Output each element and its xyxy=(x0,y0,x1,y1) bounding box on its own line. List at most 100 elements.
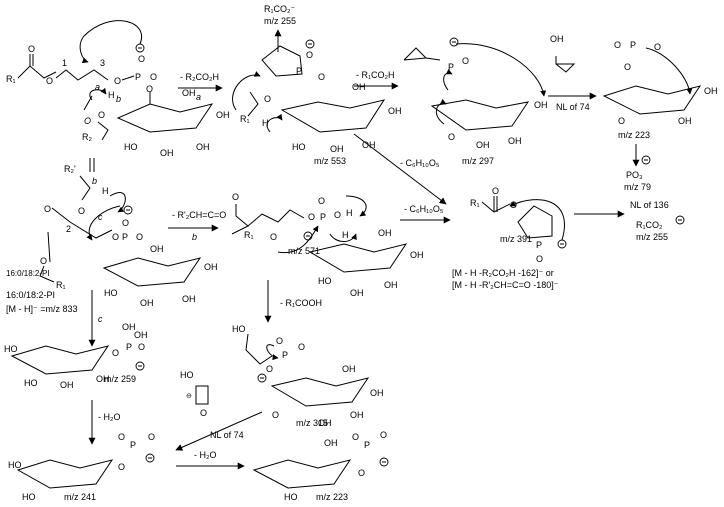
o-label: O xyxy=(148,432,155,442)
oh-label: OH xyxy=(410,250,424,260)
o-label: O xyxy=(84,116,91,126)
o-label: O xyxy=(78,206,85,216)
p-label: P xyxy=(448,62,454,72)
oh-label: OH xyxy=(134,330,148,340)
pathway-b-label: b xyxy=(116,94,121,104)
mz241-label: m/z 241 xyxy=(64,492,96,502)
r1-label: R₁ xyxy=(240,114,250,124)
oh-label: OH xyxy=(196,142,210,152)
o-label: O xyxy=(358,468,365,478)
ion-mz571: O R₁ R₁ O O P O O H H OH OH HO OH OH m/z… xyxy=(231,192,424,298)
oh-label: OH xyxy=(534,100,548,110)
o-label: O xyxy=(232,192,239,202)
r1-label: R₁ xyxy=(244,230,254,240)
oh-label: OH xyxy=(350,410,364,420)
arrow-pathway-b: - R'₂CH=C=O b xyxy=(168,210,226,242)
oh-label: OH xyxy=(150,244,164,254)
o-label: O xyxy=(264,94,271,104)
o-label: O xyxy=(624,62,631,72)
oh-label: OH xyxy=(330,144,344,154)
p-label: P xyxy=(282,350,288,360)
loss-h2o-second-label: - H₂O xyxy=(194,450,217,460)
ion-180-label: [M - H -R'₂CH=C=O -180]⁻ xyxy=(452,280,559,290)
o-label: O xyxy=(114,76,121,86)
arrow-nl74-bottom: NL of 74 xyxy=(175,411,263,451)
b-label: b xyxy=(92,176,97,186)
r1co2-top-label: R₁CO₂⁻ xyxy=(264,4,296,14)
o-label: O xyxy=(98,110,105,120)
ho-label: HO xyxy=(180,370,194,380)
mz223-top-label: m/z 223 xyxy=(618,130,650,140)
po3-label: PO₃ xyxy=(626,170,643,180)
mz223-bottom-label: m/z 223 xyxy=(316,492,348,502)
oh-label: OH xyxy=(350,288,364,298)
o-label: O xyxy=(318,196,325,206)
inositol-ring xyxy=(280,99,386,133)
o-label: O xyxy=(122,218,129,228)
carbon-1-label: 1 xyxy=(62,58,67,68)
precursor-ion-label: [M - H]⁻ =m/z 833 xyxy=(6,304,78,314)
o-label: O xyxy=(380,430,387,440)
p-label: P xyxy=(630,40,636,50)
ho-label: HO xyxy=(104,288,118,298)
ho-label: HO xyxy=(8,460,22,470)
arrow-loss-r1co2h: - R₁CO₂H xyxy=(354,70,399,90)
o-label: O xyxy=(536,254,543,264)
o-label: O xyxy=(150,72,157,82)
arrow-pathway-a: - R₂CO₂H a xyxy=(178,72,223,102)
arrow-571-to-391: - C₆H₁₀O₅ xyxy=(400,204,451,224)
o-label: O xyxy=(614,40,621,50)
oh-label: OH xyxy=(122,322,136,332)
oh-label: OH xyxy=(318,418,332,428)
oh-label: OH xyxy=(508,136,522,146)
r2-label: R₂ xyxy=(82,132,92,142)
oh-label: OH xyxy=(204,262,218,272)
ion-mz391: R₁ O O P O m/z 391 [M - H -R₂CO₂H -162]⁻… xyxy=(452,186,567,290)
r1-label: R₁ xyxy=(56,280,66,290)
inositol-ring xyxy=(270,377,370,407)
oh-label: OH xyxy=(476,140,490,150)
c-label: c xyxy=(98,314,103,324)
oh-label: OH xyxy=(182,88,196,98)
loss-r2co2h-label: - R₂CO₂H xyxy=(180,72,219,82)
ion-mz315: HO O P O O OH OH O OH OH m/z 315 m/z 315 xyxy=(232,324,384,428)
oh-label: OH xyxy=(160,148,174,158)
o-label: O xyxy=(138,54,145,64)
ion-mz259: OH HO HO OH OH O P O OH m/z 259 xyxy=(4,322,148,390)
o-label: O xyxy=(200,408,207,418)
r2prime-label: R₂' xyxy=(64,164,76,174)
ho-label: HO xyxy=(4,344,18,354)
p-label: P xyxy=(126,342,132,352)
c-label: c xyxy=(98,212,103,222)
a-label: a xyxy=(196,92,201,102)
p-label: P xyxy=(296,66,302,76)
o-label: O xyxy=(138,342,145,352)
carbon-3-label: 3 xyxy=(100,58,105,68)
arrow-nl74-top: OH NL of 74 xyxy=(548,34,597,112)
o-label: O xyxy=(112,348,119,358)
o-label: O xyxy=(44,204,51,214)
inositol-ring xyxy=(252,459,352,489)
o-label: O xyxy=(654,42,661,52)
o-label: O xyxy=(146,84,153,94)
o-label: O xyxy=(448,132,455,142)
loss-c6h10o5-lower-label: - C₆H₁₀O₅ xyxy=(404,204,444,214)
o-label: O xyxy=(618,116,625,126)
mz259-label: m/z 259 xyxy=(104,374,136,384)
nl136-label: NL of 136 xyxy=(630,200,669,210)
ho-label: HO xyxy=(284,492,298,502)
cyclic-phosphate-ring xyxy=(261,45,303,77)
p-label: P xyxy=(536,240,542,250)
minus-label: ⊖ xyxy=(186,393,192,400)
oh-label: OH xyxy=(352,82,366,92)
mz255-right-label: m/z 255 xyxy=(636,232,668,242)
mz297-label: m/z 297 xyxy=(462,156,494,166)
inositol-ring xyxy=(10,345,110,375)
p-label: P xyxy=(122,232,128,242)
ion-mz297: P O OH O OH OH m/z 297 xyxy=(403,37,548,166)
o-label: O xyxy=(266,364,273,374)
oxetane-structure: HO O ⊖ xyxy=(180,370,209,418)
parent-pi-structure-top: R₁ O O 1 3 a H b O P O O O R₂ O OH OH HO… xyxy=(6,20,230,158)
inositol-ring xyxy=(102,257,202,287)
